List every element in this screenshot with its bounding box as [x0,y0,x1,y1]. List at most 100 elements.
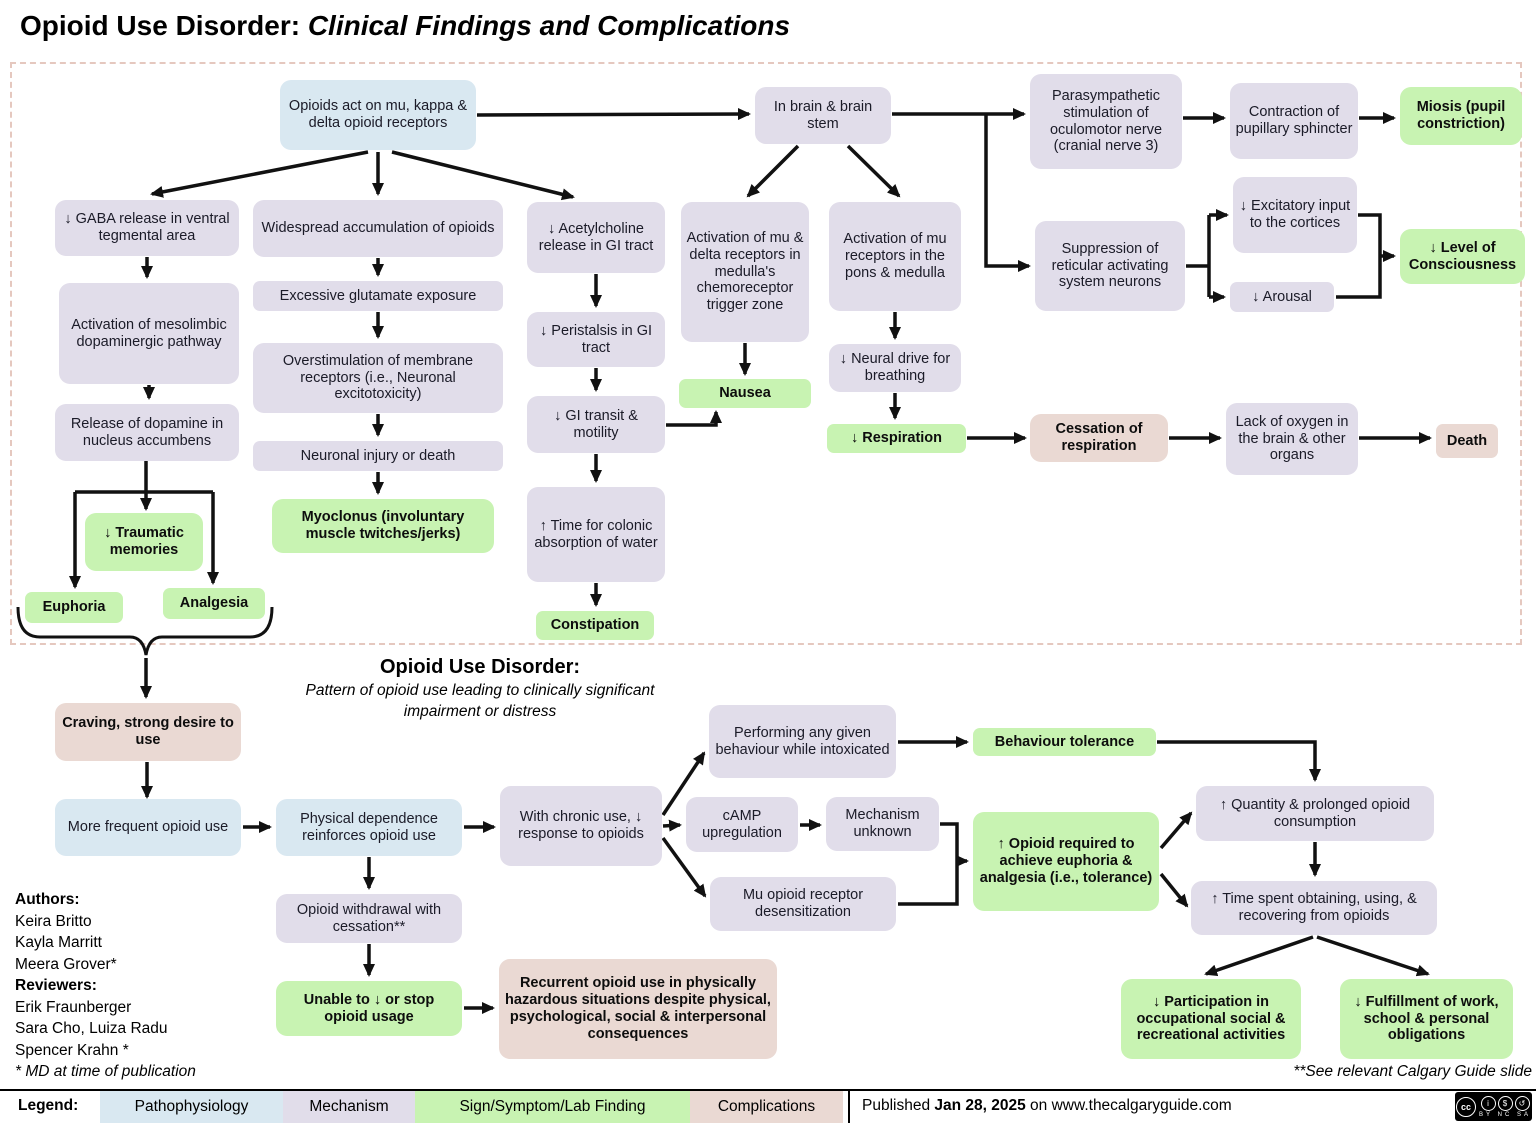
node-opioid-required: ↑ Opioid required to achieve euphoria & … [973,812,1159,911]
node-fulfillment: ↓ Fulfillment of work, school & personal… [1340,979,1513,1059]
node-unable-stop: Unable to ↓ or stop opioid usage [276,981,462,1036]
page-title-sub: Clinical Findings and Complications [300,10,791,41]
authors-line: Reviewers: [15,977,97,994]
cc-mark-icons: i$↺ [1480,1095,1530,1111]
flow-edge [1204,935,1314,977]
footer-divider [848,1091,850,1123]
cc-mark-icon: ↺ [1514,1095,1530,1111]
node-parasympathetic: Parasympathetic stimulation of oculomoto… [1030,74,1182,169]
flow-edge [662,819,682,832]
flow-edge [666,410,722,427]
authors-line: Sara Cho, Luiza Radu [15,1020,168,1037]
node-time-colonic: ↑ Time for colonic absorption of water [527,487,665,582]
node-participation: ↓ Participation in occupational social &… [1121,979,1301,1059]
flow-edge [984,114,1031,272]
node-more-frequent: More frequent opioid use [55,799,241,856]
brace [16,606,274,656]
section-heading: Opioid Use Disorder: Pattern of opioid u… [282,656,678,723]
node-release-dopamine: Release of dopamine in nucleus accumbens [55,404,239,461]
authors-line: Meera Grover* [15,955,117,973]
node-excitatory: ↓ Excitatory input to the cortices [1233,177,1357,253]
authors-line: Kayla Marritt [15,934,102,951]
authors-line: * MD at time of publication [15,1063,196,1080]
flow-edge [1159,872,1189,908]
cc-mark-icon: i [1480,1095,1496,1111]
node-cessation: Cessation of respiration [1030,414,1168,462]
page-title: Opioid Use Disorder: Clinical Findings a… [20,10,790,42]
cc-mark-labels: BY NC SA [1479,1111,1531,1118]
dashed-frame [10,62,1522,645]
node-camp-upregulation: cAMP upregulation [686,797,798,852]
flow-edge [476,108,751,121]
node-mu-desensitization: Mu opioid receptor desensitization [710,877,896,931]
node-arousal: ↓ Arousal [1230,282,1334,312]
flow-edge [746,144,800,198]
node-acetylcholine: ↓ Acetylcholine release in GI tract [527,202,665,273]
footnote-see-slide: **See relevant Calgary Guide slide [1293,1063,1532,1080]
cc-mark-icon: $ [1497,1095,1513,1111]
node-myoclonus: Myoclonus (involuntary muscle twitches/j… [272,499,494,553]
cc-icon: cc [1456,1096,1477,1117]
flow-edge [1316,935,1430,977]
node-contraction: Contraction of pupillary sphincter [1230,83,1358,159]
legend-label: Legend: [18,1097,79,1114]
node-neuronal-injury: Neuronal injury or death [253,441,503,471]
node-gi-transit: ↓ GI transit & motility [527,396,665,453]
node-traumatic-memories: ↓ Traumatic memories [85,513,203,571]
published-url: on www.thecalgaryguide.com [1025,1097,1232,1114]
flow-edge [846,144,901,198]
node-time-spent: ↑ Time spent obtaining, using, & recover… [1191,881,1437,935]
published-text: Published Jan 28, 2025 on www.thecalgary… [862,1097,1232,1115]
node-euphoria: Euphoria [25,592,123,623]
node-mu-delta-ctz: Activation of mu & delta receptors in me… [681,202,809,342]
node-performing-behaviour: Performing any given behaviour while int… [709,705,896,778]
authors-line: Erik Fraunberger [15,998,132,1016]
node-suppression: Suppression of reticular activating syst… [1035,221,1185,311]
node-widespread: Widespread accumulation of opioids [253,200,503,257]
node-opioids-act: Opioids act on mu, kappa & delta opioid … [280,80,476,150]
node-neural-drive: ↓ Neural drive for breathing [829,344,961,392]
node-gaba: ↓ GABA release in ventral tegmental area [55,200,239,256]
node-respiration: ↓ Respiration [827,424,966,453]
authors-line: Spencer Krahn * [15,1041,129,1059]
legend-item-pink: Complications [690,1091,843,1123]
node-recurrent-use: Recurrent opioid use in physically hazar… [499,959,777,1059]
authors-line: Keira Britto [15,912,92,930]
node-peristalsis: ↓ Peristalsis in GI tract [527,312,665,367]
node-level-consciousness: ↓ Level of Consciousness [1400,229,1525,284]
node-mu-pons: Activation of mu receptors in the pons &… [829,202,961,311]
node-overstimulation: Overstimulation of membrane receptors (i… [253,343,503,413]
cc-license-badge: cc i$↺ BY NC SA [1455,1092,1532,1121]
flow-edge [1157,740,1321,782]
legend-item-blue: Pathophysiology [100,1091,283,1123]
legend-item-green: Sign/Symptom/Lab Finding [415,1091,690,1123]
node-constipation: Constipation [536,611,654,640]
node-nausea: Nausea [679,379,811,408]
flow-edge [661,751,706,816]
node-mechanism-unknown: Mechanism unknown [826,797,939,851]
legend-item-purple: Mechanism [283,1091,415,1123]
node-lack-oxygen: Lack of oxygen in the brain & other orga… [1226,403,1358,475]
flow-edge [391,150,575,201]
node-quantity-prolonged: ↑ Quantity & prolonged opioid consumptio… [1196,786,1434,841]
page-title-main: Opioid Use Disorder: [20,10,301,41]
node-mesolimbic: Activation of mesolimbic dopaminergic pa… [59,283,239,384]
published-prefix: Published [862,1097,935,1114]
node-opioid-withdrawal: Opioid withdrawal with cessation** [276,894,462,943]
flow-edge [1159,811,1193,850]
flow-edge [150,150,369,198]
flow-edge [661,836,707,898]
section-heading-title: Opioid Use Disorder: [379,656,581,678]
node-in-brain: In brain & brain stem [755,87,891,144]
node-death: Death [1436,424,1498,458]
node-with-chronic-use: With chronic use, ↓ response to opioids [500,786,662,866]
node-physical-dependence: Physical dependence reinforces opioid us… [276,799,462,856]
node-craving: Craving, strong desire to use [55,703,241,761]
published-date: Jan 28, 2025 [934,1097,1026,1114]
node-glutamate: Excessive glutamate exposure [253,281,503,311]
node-analgesia: Analgesia [163,588,265,619]
cc-marks: i$↺ BY NC SA [1479,1095,1531,1118]
